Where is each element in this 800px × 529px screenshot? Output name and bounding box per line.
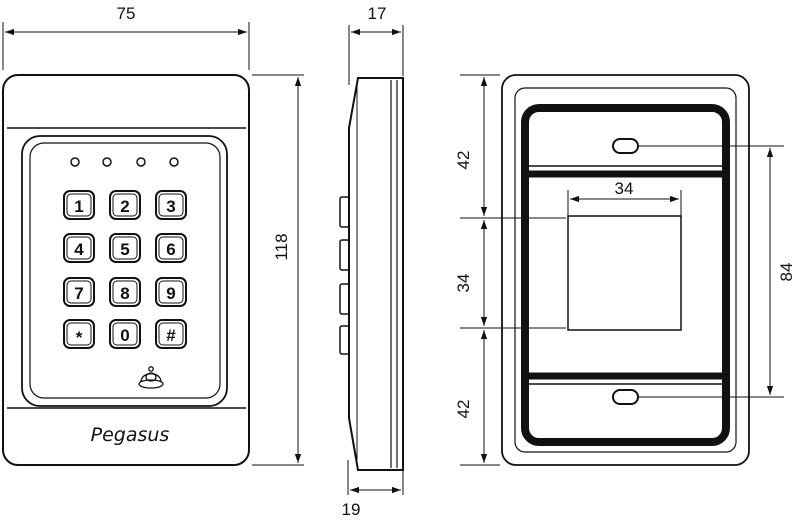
side-key-profile	[339, 283, 350, 315]
front-housing-outline	[2, 74, 250, 466]
back-view	[460, 74, 784, 466]
height-dimension-label: 118	[272, 233, 291, 260]
hole-spacing-label: 84	[777, 263, 796, 282]
key-8: 8	[109, 277, 141, 307]
side-dimensions	[350, 28, 401, 494]
key-label: 5	[120, 240, 129, 259]
key-6: 6	[155, 233, 187, 263]
side-key-profile	[339, 239, 350, 271]
key-label: 3	[166, 197, 175, 216]
back-plate-outline	[501, 74, 750, 466]
key-label: 8	[120, 284, 129, 303]
width-dimension-label: 75	[117, 4, 136, 23]
back-dimensions	[480, 77, 774, 463]
led-indicator	[70, 157, 80, 167]
keypad-keys: 1 2 3 4 5 6 7 8 9 * 0 #	[63, 190, 187, 349]
key-label: 9	[166, 284, 175, 303]
key-9: 9	[155, 277, 187, 307]
key-label: *	[76, 328, 83, 347]
side-key-profile	[339, 196, 350, 228]
side-view	[339, 25, 404, 495]
key-label: 6	[166, 240, 175, 259]
key-star: *	[63, 319, 95, 349]
key-4: 4	[63, 233, 95, 263]
key-2: 2	[109, 190, 141, 220]
led-indicator	[136, 157, 146, 167]
bottom-section-label: 42	[454, 400, 473, 419]
back-frame	[521, 104, 730, 446]
side-housing-outline	[348, 77, 404, 471]
key-hash: #	[155, 319, 187, 349]
mounting-hole	[612, 389, 639, 405]
front-dimensions	[5, 28, 302, 463]
key-label: #	[166, 326, 176, 345]
middle-section-label: 34	[454, 274, 473, 293]
key-3: 3	[155, 190, 187, 220]
led-indicator	[102, 157, 112, 167]
mounting-hole	[612, 138, 639, 154]
key-label: 4	[74, 240, 84, 259]
brand-logo: Pegasus	[91, 424, 170, 446]
key-5: 5	[109, 233, 141, 263]
side-key-profile	[339, 325, 350, 355]
top-section-label: 42	[454, 151, 473, 170]
key-label: 7	[74, 284, 83, 303]
key-label: 1	[74, 197, 83, 216]
key-label: 0	[120, 326, 129, 345]
key-1: 1	[63, 190, 95, 220]
bottom-depth-label: 19	[342, 500, 361, 519]
back-window	[567, 215, 682, 331]
key-label: 2	[120, 197, 129, 216]
top-depth-label: 17	[368, 4, 387, 23]
key-7: 7	[63, 277, 95, 307]
bell-icon	[138, 366, 164, 389]
window-width-label: 34	[615, 179, 634, 198]
keypad-panel	[21, 135, 228, 407]
led-indicator	[169, 157, 179, 167]
front-view	[2, 22, 304, 466]
key-0: 0	[109, 319, 141, 349]
